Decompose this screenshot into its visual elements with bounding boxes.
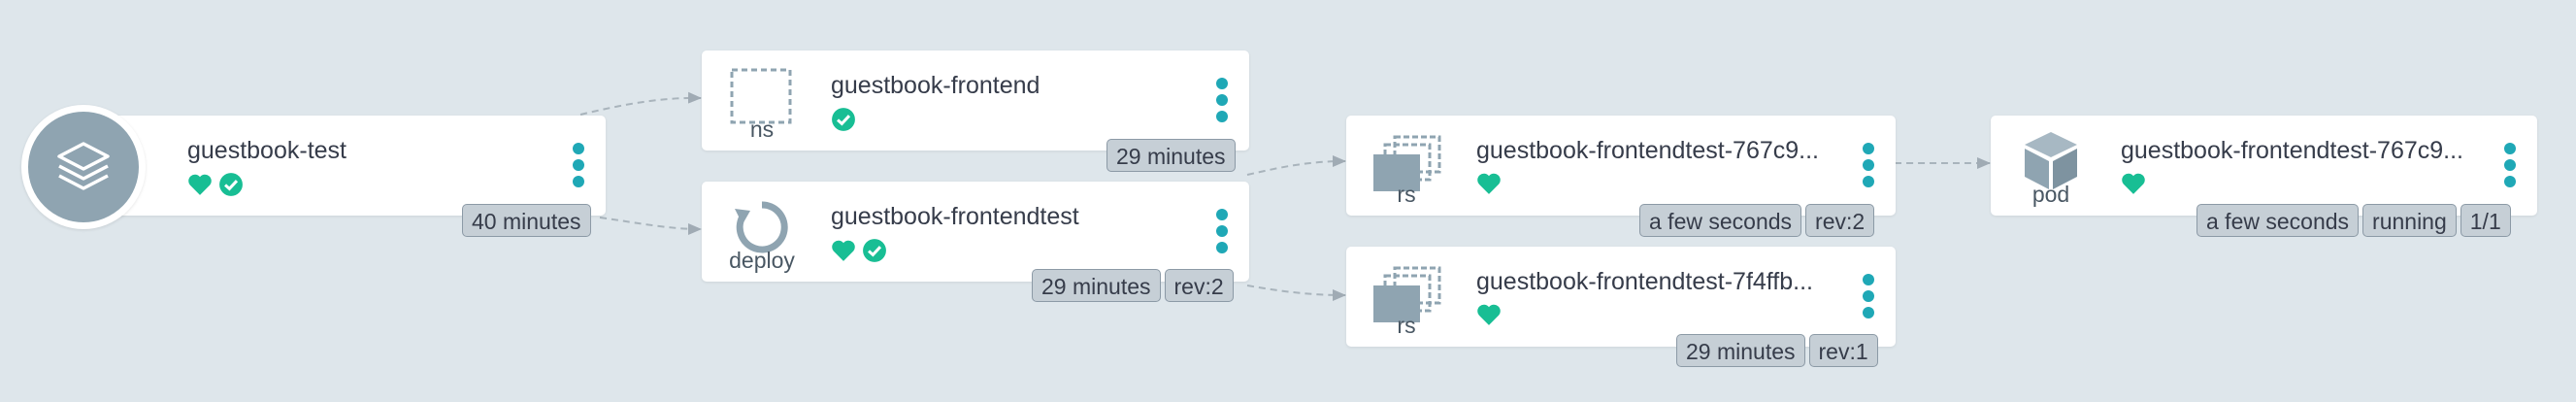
node-title: guestbook-frontendtest-7f4ffb... — [1476, 268, 1813, 295]
app-layers-icon — [21, 105, 146, 229]
node-guestbook-frontendtest[interactable]: deploy guestbook-frontendtest — [702, 182, 1249, 282]
node-menu-button[interactable] — [1863, 274, 1874, 318]
sync-icon — [735, 201, 788, 253]
node-title: guestbook-frontend — [831, 72, 1040, 99]
node-title: guestbook-frontendtest-767c9... — [2121, 137, 2464, 164]
age-badge: 29 minutes — [1106, 139, 1236, 172]
replicaset-icon — [1373, 266, 1441, 322]
node-kind-label: deploy — [729, 248, 795, 273]
node-pod-767c9[interactable]: pod guestbook-frontendtest-767c9... — [1991, 116, 2537, 216]
heart-icon — [188, 174, 212, 195]
node-kind-label: rs — [1397, 313, 1416, 338]
age-badge: 40 minutes — [462, 204, 591, 237]
replicaset-icon — [1373, 135, 1441, 191]
edge-app-to-ns — [579, 91, 702, 116]
node-kind-label: rs — [1397, 182, 1416, 207]
cube-icon — [2025, 132, 2077, 189]
check-circle-icon — [219, 173, 243, 196]
age-badge: a few seconds — [2196, 204, 2360, 237]
node-title: guestbook-frontendtest — [831, 203, 1079, 230]
node-kind-label: pod — [2031, 182, 2070, 207]
heart-icon — [1477, 173, 1501, 194]
node-menu-button[interactable] — [573, 143, 584, 187]
revision-badge: rev:1 — [1808, 334, 1878, 367]
edge-ns-to-rs1 — [1246, 155, 1346, 176]
check-circle-icon — [832, 108, 855, 131]
namespace-icon — [730, 68, 792, 124]
heart-icon — [1477, 304, 1501, 325]
node-title: guestbook-frontendtest-767c9... — [1476, 137, 1820, 164]
node-guestbook-test[interactable]: guestbook-test — [112, 116, 606, 216]
node-menu-button[interactable] — [1216, 209, 1228, 253]
age-badge: a few seconds — [1639, 204, 1802, 237]
node-replicaset-767c9[interactable]: rs guestbook-frontendtest-767c9... — [1346, 116, 1896, 216]
node-kind-label: ns — [749, 117, 775, 142]
heart-icon — [832, 240, 855, 261]
node-guestbook-frontend[interactable]: ns guestbook-frontend — [702, 50, 1249, 151]
node-menu-button[interactable] — [2504, 143, 2516, 187]
revision-badge: rev:2 — [1805, 204, 1875, 237]
node-menu-button[interactable] — [1863, 143, 1874, 187]
node-replicaset-7f4ffb[interactable]: rs guestbook-frontendtest-7f4ffb... — [1346, 247, 1896, 347]
check-circle-icon — [863, 239, 886, 262]
ready-badge: 1/1 — [2460, 204, 2511, 237]
age-badge: 29 minutes — [1032, 269, 1161, 302]
phase-badge: running — [2362, 204, 2457, 237]
edge-deploy-to-rs2 — [1246, 285, 1346, 301]
edge-app-to-deploy — [599, 217, 702, 235]
node-menu-button[interactable] — [1216, 78, 1228, 122]
age-badge: 29 minutes — [1676, 334, 1805, 367]
revision-badge: rev:2 — [1164, 269, 1234, 302]
node-title: guestbook-test — [187, 137, 347, 164]
heart-icon — [2122, 173, 2145, 194]
